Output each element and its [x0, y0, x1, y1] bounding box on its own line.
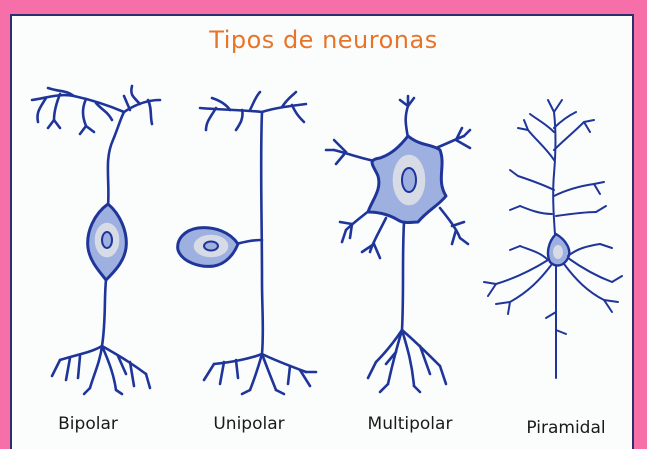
label-piramidal: Piramidal	[526, 418, 605, 438]
pyramidal-neuron	[484, 100, 622, 378]
label-unipolar: Unipolar	[213, 414, 284, 434]
bipolar-neuron	[32, 86, 160, 394]
unipolar-neuron	[178, 92, 316, 394]
label-multipolar: Multipolar	[368, 414, 453, 434]
label-bipolar: Bipolar	[58, 414, 118, 434]
multipolar-neuron	[326, 96, 470, 392]
